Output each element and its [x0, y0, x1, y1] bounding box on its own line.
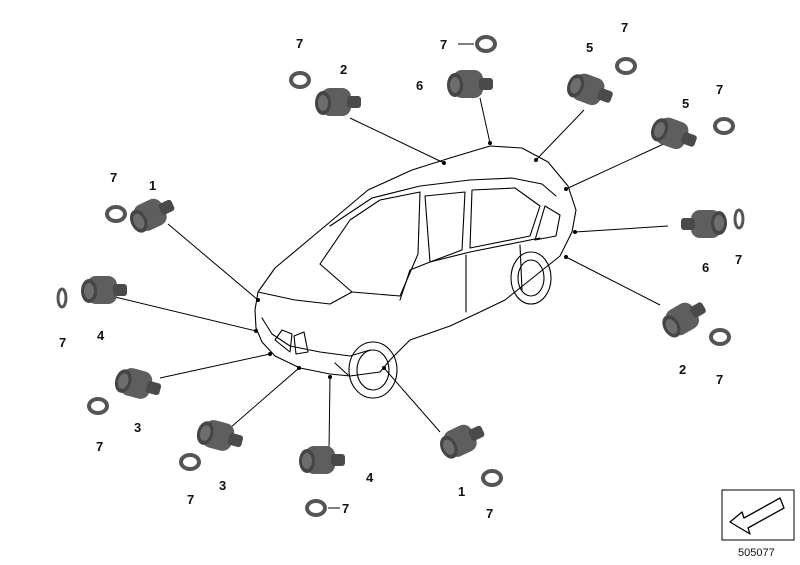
label-7: 7	[187, 492, 194, 507]
leader-dots	[254, 141, 577, 379]
label-2: 2	[340, 62, 347, 77]
label-6: 6	[416, 78, 423, 93]
label-7: 7	[621, 20, 628, 35]
sensor-4-left	[81, 276, 127, 304]
label-7: 7	[486, 506, 493, 521]
label-7: 7	[59, 335, 66, 350]
label-3: 3	[219, 478, 226, 493]
ring-left-lower	[87, 397, 109, 415]
label-7: 7	[735, 252, 742, 267]
sensor-1-bottom	[435, 417, 489, 463]
label-6: 6	[702, 260, 709, 275]
ring-bottom-left	[179, 453, 201, 471]
sensor-5-right	[647, 112, 701, 156]
arrow-icon	[729, 497, 785, 535]
label-4: 4	[97, 328, 105, 343]
label-1: 1	[458, 484, 465, 499]
sensor-2-top	[315, 88, 361, 116]
sensor-5-top	[563, 68, 617, 112]
sensor-6-top	[447, 70, 493, 98]
label-5: 5	[586, 40, 593, 55]
label-7: 7	[110, 170, 117, 185]
label-7: 7	[716, 372, 723, 387]
label-dashes	[328, 43, 474, 509]
label-1: 1	[149, 178, 156, 193]
label-3: 3	[134, 420, 141, 435]
ring-bottom-right	[481, 469, 503, 487]
ring-top-center	[475, 35, 497, 53]
sensor-2-right	[657, 294, 711, 342]
ring-right-mid	[733, 208, 745, 230]
ring-right-lower	[709, 328, 731, 346]
reference-box: 505077	[721, 489, 795, 559]
label-7: 7	[342, 501, 349, 516]
label-7: 7	[296, 36, 303, 51]
label-7: 7	[716, 82, 723, 97]
label-7: 7	[440, 37, 447, 52]
sensor-3-left	[112, 364, 164, 404]
part-labels: 7 2 7 6 5 7 5 7 6 7 2 7 1 7 4 7 3 7 3 7 …	[59, 20, 742, 521]
sensor-4-bottom	[299, 446, 345, 474]
reference-code: 505077	[738, 547, 775, 559]
vehicle-outline	[254, 145, 577, 399]
ring-left-mid	[56, 287, 68, 309]
label-4: 4	[366, 470, 374, 485]
label-5: 5	[682, 96, 689, 111]
ring-left-upper	[105, 205, 127, 223]
leader-lines	[114, 97, 669, 451]
ring-bottom-center	[305, 499, 327, 517]
ring-top-left	[289, 71, 311, 89]
sensor-6-right	[681, 210, 727, 238]
ring-top-right	[615, 57, 637, 75]
sensor-3-bottom	[194, 416, 246, 456]
label-2: 2	[679, 362, 686, 377]
sensor-1-left	[125, 191, 179, 237]
label-7: 7	[96, 439, 103, 454]
ring-right-upper	[713, 117, 735, 135]
